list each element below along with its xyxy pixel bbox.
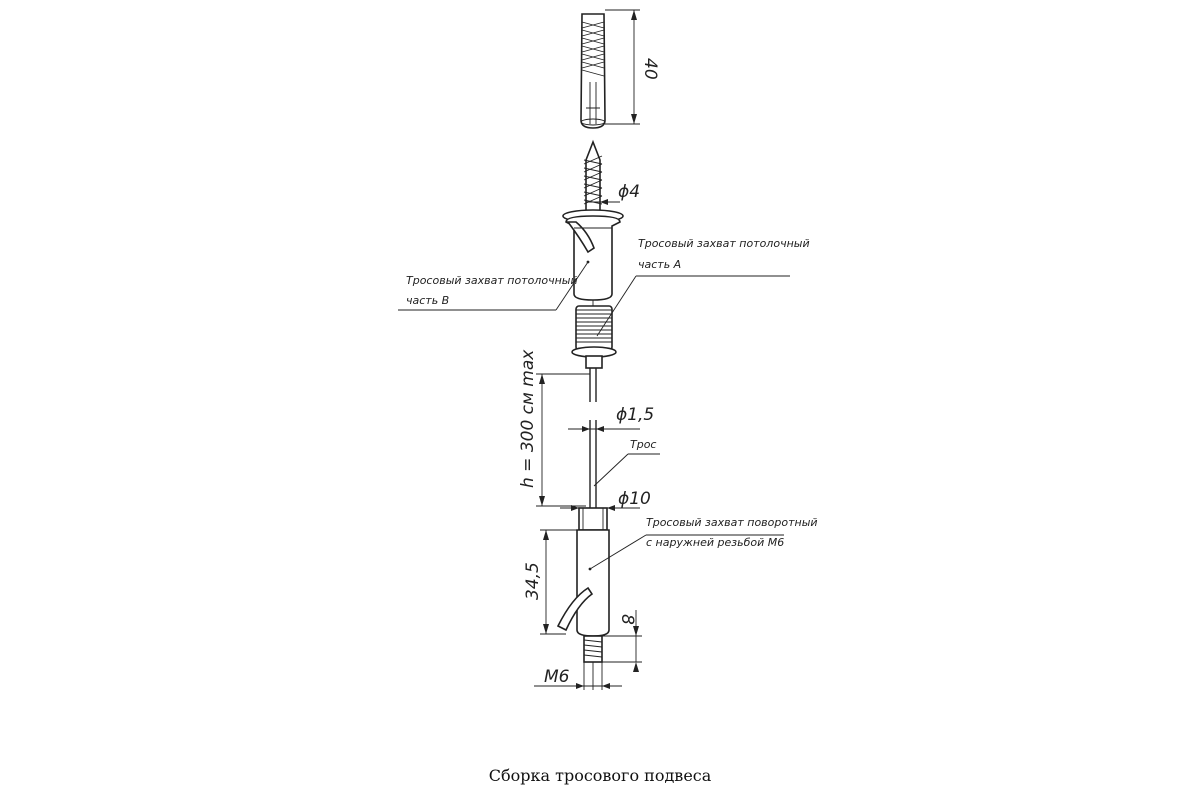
drawing-caption: Сборка тросового подвеса [488, 766, 712, 785]
grip-length-label: 34,5 [523, 562, 543, 600]
dowel-length-dimension [605, 9, 640, 125]
swivel-grip-label-line2: с наружней резьбой М6 [646, 536, 784, 549]
part-a-leader [596, 275, 790, 337]
grip-diameter-label: ϕ10 [618, 489, 651, 509]
part-b-label-line2: часть В [406, 294, 449, 307]
swivel-grip-leader [589, 534, 784, 570]
screw-diameter-label: ϕ4 [618, 182, 640, 202]
wood-screw [562, 139, 624, 223]
grip-diameter-dimension [560, 505, 640, 511]
grip-length-dimension [540, 529, 580, 635]
swivel-grip-label-line1: Тросовый захват поворотный [646, 516, 818, 529]
part-a-label-line1: Тросовый захват потолочный [638, 237, 810, 250]
screw-diameter-dimension [586, 199, 620, 205]
ceiling-grip-part-a [571, 305, 617, 402]
cable-length-label: h = 300 см max [518, 349, 538, 488]
part-a-label-line2: часть А [638, 258, 681, 271]
swivel-grip [556, 507, 610, 690]
cable-length-dimension [536, 373, 590, 507]
part-b-label-line1: Тросовый захват потолочный [406, 274, 578, 287]
cable-label: Трос [630, 438, 656, 451]
cable-diameter-label: ϕ1,5 [616, 405, 654, 425]
thread-length-dimension [602, 610, 642, 672]
steel-cable [589, 420, 597, 508]
thread-size-label: M6 [544, 667, 570, 687]
cable-diameter-dimension [568, 426, 640, 432]
dowel-anchor [580, 13, 606, 129]
ceiling-grip-part-b [565, 215, 621, 312]
dowel-length-label: 40 [640, 58, 660, 80]
part-b-leader [398, 261, 589, 311]
cable-leader [593, 453, 660, 487]
thread-length-label: 8 [617, 614, 637, 625]
thread-size-dimension [534, 662, 622, 690]
